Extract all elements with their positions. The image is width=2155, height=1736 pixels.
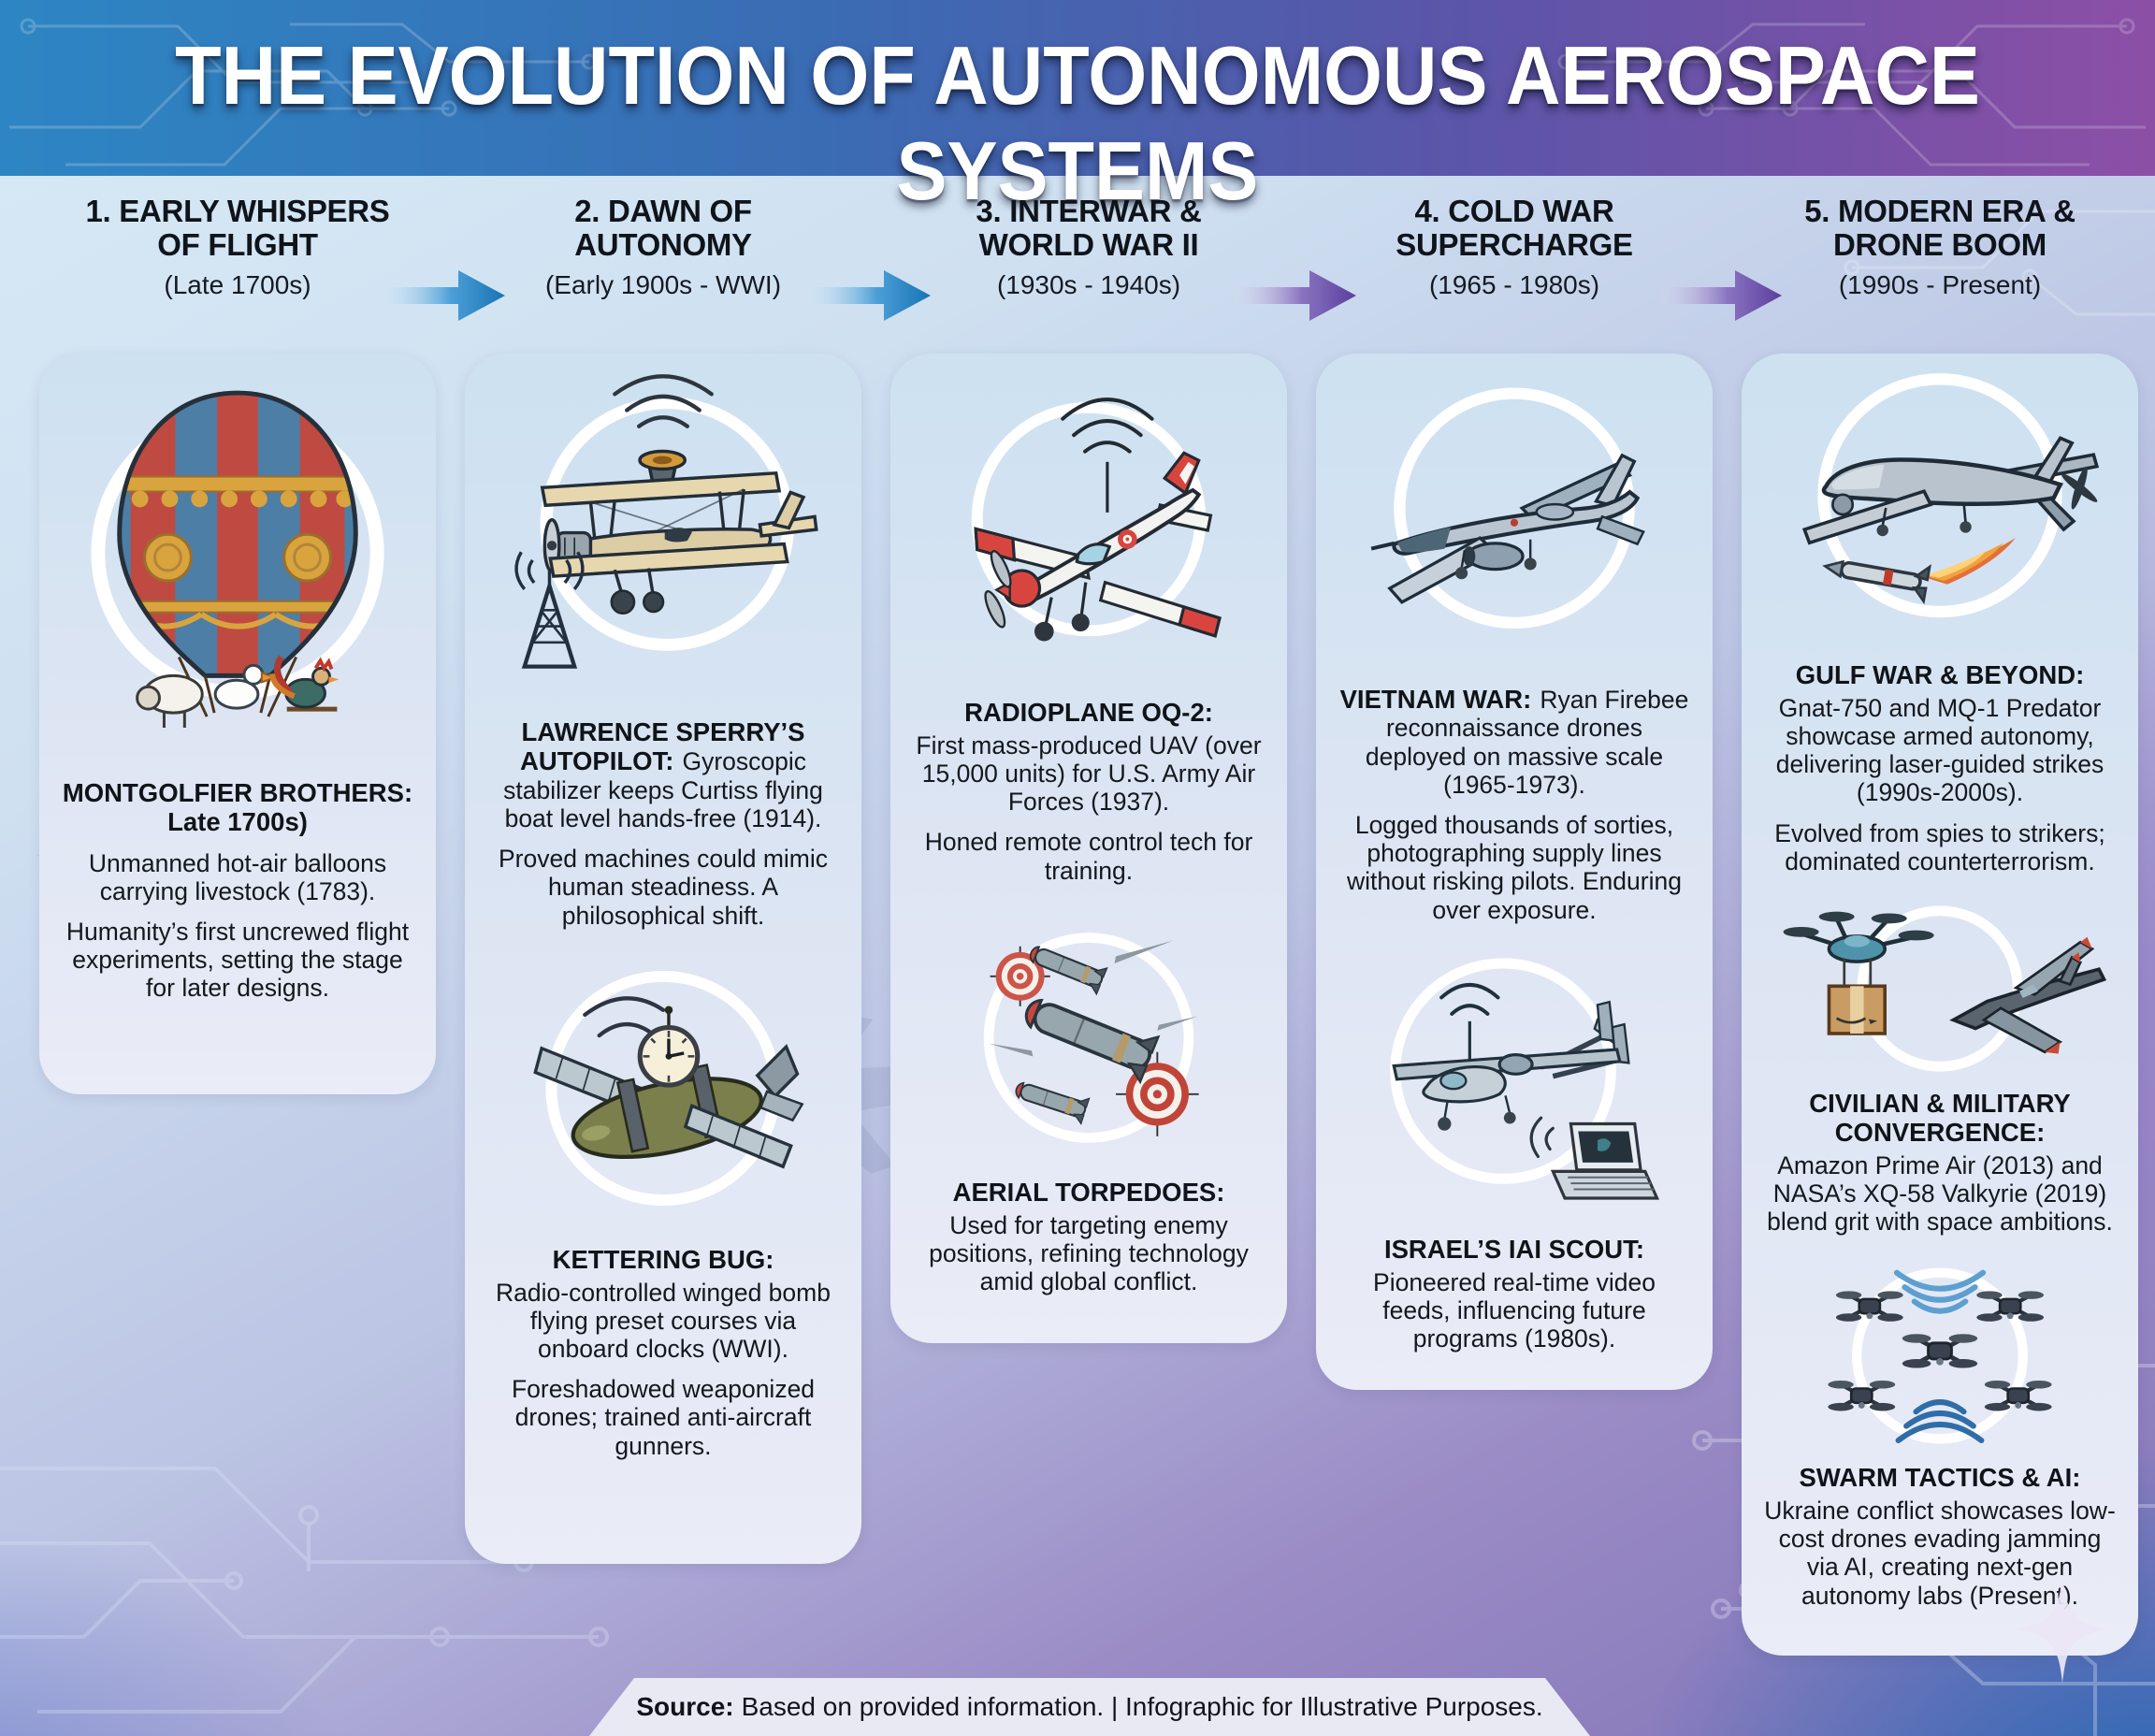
section-lead: AERIAL TORPEDOES: — [952, 1177, 1225, 1207]
section-paragraph: Humanity’s first uncrewed flight experim… — [65, 918, 410, 1003]
stage-title: 3. INTERWAR & WORLD WAR II — [976, 194, 1202, 263]
stage-card-2: LAWRENCE SPERRY’S AUTOPILOT:Gyroscopic s… — [465, 354, 861, 1564]
arrow-right-icon — [809, 270, 931, 321]
stage-card-3: RADIOPLANE OQ-2: First mass-produced UAV… — [890, 354, 1287, 1343]
radioplane-icon — [933, 367, 1245, 687]
stage-header-5: 5. MODERN ERA & DRONE BOOM (1990s - Pres… — [1742, 194, 2138, 300]
section-paragraph: Amazon Prime Air (2013) and NASA’s XQ-58… — [1767, 1150, 2113, 1237]
iai-scout-icon — [1358, 948, 1670, 1223]
section-paragraph: Evolved from spies to strikers; dominate… — [1774, 818, 2105, 875]
section-paragraph: First mass-produced UAV (over 15,000 uni… — [916, 731, 1262, 817]
header-band: THE EVOLUTION OF AUTONOMOUS AEROSPACE SY… — [0, 0, 2155, 217]
page-title: THE EVOLUTION OF AUTONOMOUS AEROSPACE SY… — [175, 29, 1980, 217]
arrow-right-icon — [1235, 270, 1356, 321]
section-paragraph: Gnat-750 and MQ-1 Predator showcase arme… — [1775, 693, 2104, 807]
stage-title: 4. COLD WAR SUPERCHARGE — [1396, 194, 1633, 263]
arrow-right-icon — [1660, 270, 1782, 321]
stage-card-1: MONTGOLFIER BROTHERS: Late 1700s) Unmann… — [39, 354, 436, 1094]
section-paragraph: LAWRENCE SPERRY’S AUTOPILOT:Gyroscopic s… — [503, 717, 823, 832]
predator-drone-icon — [1761, 367, 2119, 649]
section-lead: CIVILIAN & MILITARY CONVERGENCE: — [1809, 1089, 2071, 1147]
section-lead: MONTGOLFIER BROTHERS: Late 1700s) — [62, 778, 413, 836]
drone-swarm-icon — [1780, 1260, 2100, 1452]
hot-air-balloon-icon — [75, 367, 400, 767]
section-lead: KETTERING BUG: — [552, 1244, 774, 1274]
aerial-torpedoes-icon — [946, 909, 1232, 1166]
section-paragraph: Unmanned hot-air balloons carrying lives… — [88, 848, 387, 905]
section-lead: SWARM TACTICS & AI: — [1799, 1463, 2081, 1493]
stage-title: 1. EARLY WHISPERS OF FLIGHT — [85, 194, 390, 263]
stage-title: 2. DAWN OF AUTONOMY — [574, 194, 752, 263]
kettering-bug-icon — [503, 954, 823, 1234]
section-paragraph: Logged thousands of sorties, photographi… — [1347, 810, 1682, 924]
stage-date: (Late 1700s) — [164, 269, 311, 299]
section-lead: RADIOPLANE OQ-2: — [964, 698, 1213, 727]
section-lead: GULF WAR & BEYOND: — [1795, 660, 2085, 689]
delivery-drone-stealth-jet-icon — [1762, 900, 2118, 1078]
stage-title: 5. MODERN ERA & DRONE BOOM — [1804, 194, 2075, 263]
section-lead: ISRAEL’S IAI SCOUT: — [1383, 1234, 1645, 1264]
source-bar: Source:Based on provided information. | … — [589, 1678, 1590, 1736]
stage-date: (1990s - Present) — [1838, 269, 2042, 299]
biplane-gyroscope-icon — [494, 367, 832, 705]
section-paragraph: Honed remote control tech for training. — [924, 828, 1253, 885]
stage-date: (Early 1900s - WWI) — [544, 269, 782, 299]
section-paragraph: VIETNAM WAR:Ryan Firebee reconnaissance … — [1339, 685, 1689, 799]
section-paragraph: Foreshadowed weaponized drones; trained … — [511, 1375, 816, 1460]
arrow-right-icon — [383, 270, 505, 321]
stage-card-4: VIETNAM WAR:Ryan Firebee reconnaissance … — [1316, 354, 1713, 1390]
stage-header-1: 1. EARLY WHISPERS OF FLIGHT (Late 1700s) — [39, 194, 436, 300]
stage-header-2: 2. DAWN OF AUTONOMY (Early 1900s - WWI) — [465, 194, 861, 300]
firebee-jet-icon — [1350, 367, 1679, 673]
section-paragraph: Radio-controlled winged bomb flying pres… — [496, 1278, 831, 1363]
stage-header-3: 3. INTERWAR & WORLD WAR II (1930s - 1940… — [890, 194, 1287, 300]
stage-date: (1930s - 1940s) — [996, 269, 1181, 299]
source-text: Source:Based on provided information. | … — [636, 1692, 1543, 1721]
section-paragraph: Proved machines could mimic human steadi… — [499, 845, 828, 930]
stage-header-4: 4. COLD WAR SUPERCHARGE (1965 - 1980s) — [1316, 194, 1713, 300]
section-paragraph: Pioneered real-time video feeds, influen… — [1373, 1267, 1656, 1353]
section-paragraph: Used for targeting enemy positions, refi… — [929, 1210, 1249, 1296]
section-paragraph: Ukraine conflict showcases low-cost dron… — [1764, 1497, 2116, 1610]
stage-card-5: GULF WAR & BEYOND: Gnat-750 and MQ-1 Pre… — [1742, 354, 2138, 1656]
stage-date: (1965 - 1980s) — [1428, 269, 1600, 299]
